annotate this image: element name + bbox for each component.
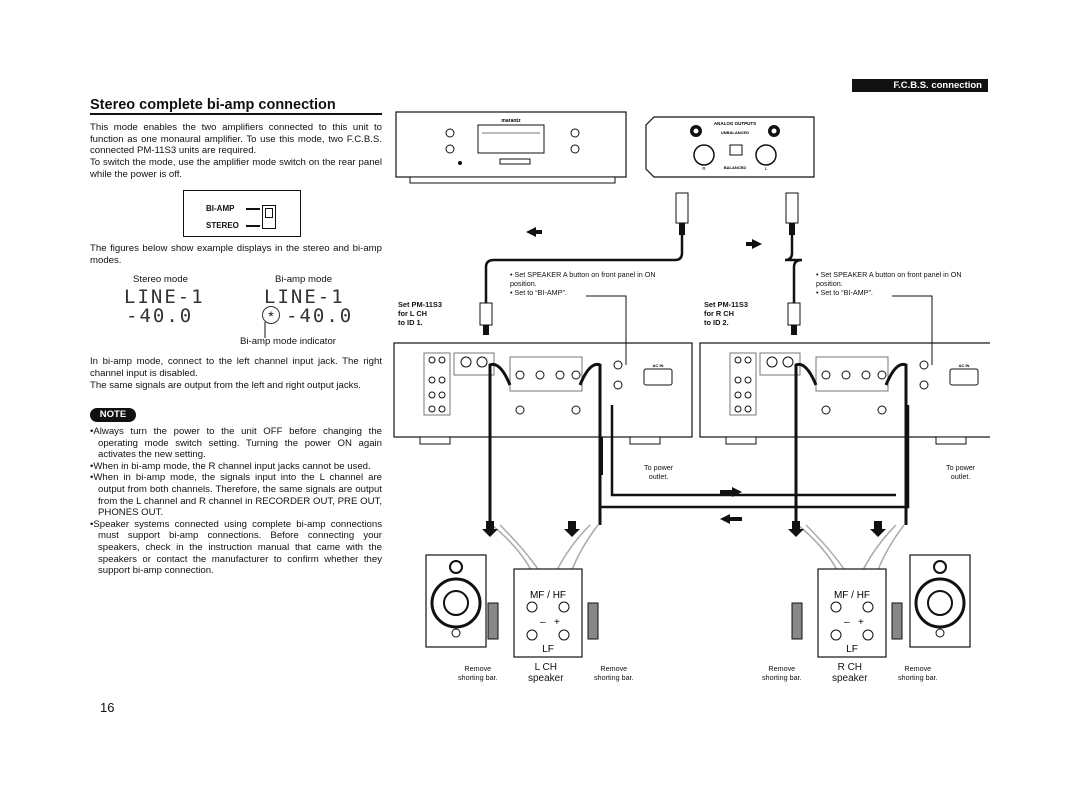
note-item: •Speaker systems connected using complet… <box>90 518 382 577</box>
stereo-mode-display: LINE-1 -40.0 <box>116 286 212 327</box>
right-shorting-bar-a <box>791 602 803 640</box>
note-list: •Always turn the power to the unit OFF b… <box>90 426 382 577</box>
left-shorting-bar-b <box>587 602 599 640</box>
switch-label-biamp: BI-AMP <box>206 204 235 213</box>
left-speaker-cables <box>488 362 602 525</box>
stereo-mode-label: Stereo mode <box>133 274 188 285</box>
left-power-label: To power outlet. <box>644 463 674 481</box>
switch-toggle <box>262 205 276 229</box>
outputs-balanced: BALANCED <box>724 165 747 170</box>
left-set-label: Set PM-11S3 for L CH to ID 1. <box>398 300 442 327</box>
down-arrows <box>482 521 886 537</box>
biamp-mode-label: Bi-amp mode <box>275 274 333 285</box>
stereo-display-line2: -40.0 <box>126 305 194 327</box>
left-ac-in: AC IN <box>653 363 664 368</box>
title-rule <box>90 113 382 115</box>
switch-label-stereo: STEREO <box>206 221 239 230</box>
note-badge: NOTE <box>90 408 136 422</box>
right-amp-instructions: • Set SPEAKER A button on front panel in… <box>816 270 962 297</box>
page-title: Stereo complete bi-amp connection <box>90 97 336 113</box>
left-shorting-bar-a <box>487 602 499 640</box>
right-speaker <box>909 554 971 648</box>
stereo-display-line1: LINE-1 <box>124 286 205 308</box>
biamp-display-line2: -40.0 <box>286 305 354 327</box>
right-terminal-bottom-label: LF <box>846 644 858 655</box>
cd-player: marantz <box>395 111 627 184</box>
right-ac-in: AC IN <box>959 363 970 368</box>
right-shorting-bar-b <box>891 602 903 640</box>
mode-switch-illustration: BI-AMP STEREO <box>183 190 301 237</box>
left-channel-paragraph: In bi-amp mode, connect to the left chan… <box>90 356 382 379</box>
right-speaker-cables <box>794 362 908 525</box>
intro-paragraph-1: This mode enables the two amplifiers con… <box>90 122 382 157</box>
right-set-label: Set PM-11S3 for R CH to ID 2. <box>704 300 748 327</box>
note-item: •When in bi-amp mode, the R channel inpu… <box>90 460 371 472</box>
right-power-label: To power outlet. <box>946 463 976 481</box>
right-plus: + <box>858 617 864 628</box>
page-number: 16 <box>100 700 115 715</box>
biamp-indicator-symbol: * <box>268 308 274 324</box>
section-header: F.C.B.S. connection <box>852 79 988 92</box>
analog-outputs-panel: ANALOG OUTPUTS UNBALANCED BALANCED R L <box>645 116 815 178</box>
intro-paragraph-2: To switch the mode, use the amplifier mo… <box>90 157 382 180</box>
biamp-indicator-label: Bi-amp mode indicator <box>240 336 336 347</box>
callout-lines <box>586 295 933 365</box>
biamp-mode-display: LINE-1 * -40.0 <box>256 286 356 327</box>
player-brand: marantz <box>501 118 521 124</box>
xlr-plugs <box>675 192 799 235</box>
connection-diagram: marantz ANALOG OUTPUTS UNBALANCED BALANC… <box>393 111 990 658</box>
left-terminal-bottom-label: LF <box>542 644 554 655</box>
right-terminal-board: MF / HF LF – + <box>817 568 887 658</box>
note-item: •When in bi-amp mode, the signals input … <box>90 472 382 519</box>
outputs-r: R <box>702 166 706 171</box>
outputs-unbalanced: UNBALANCED <box>721 130 749 135</box>
biamp-indicator: * <box>262 306 280 324</box>
note-item: •Always turn the power to the unit OFF b… <box>90 426 382 461</box>
left-plus: + <box>554 617 560 628</box>
input-cables <box>484 235 803 305</box>
left-amplifier: AC IN <box>393 342 693 445</box>
right-terminal-top-label: MF / HF <box>834 590 870 601</box>
outputs-title: ANALOG OUTPUTS <box>714 121 756 126</box>
left-terminal-top-label: MF / HF <box>530 590 566 601</box>
right-amplifier: AC IN <box>699 342 990 445</box>
figures-paragraph: The figures below show example displays … <box>90 243 382 266</box>
left-minus: – <box>540 617 546 628</box>
indicator-pointer <box>264 322 266 338</box>
left-terminal-board: MF / HF LF – + <box>513 568 583 658</box>
same-signals-paragraph: The same signals are output from the lef… <box>90 380 361 391</box>
outputs-l: L <box>765 166 768 171</box>
biamp-display-line1: LINE-1 <box>264 286 345 308</box>
right-minus: – <box>844 617 850 628</box>
left-speaker <box>425 554 487 648</box>
left-amp-instructions: • Set SPEAKER A button on front panel in… <box>510 270 656 297</box>
